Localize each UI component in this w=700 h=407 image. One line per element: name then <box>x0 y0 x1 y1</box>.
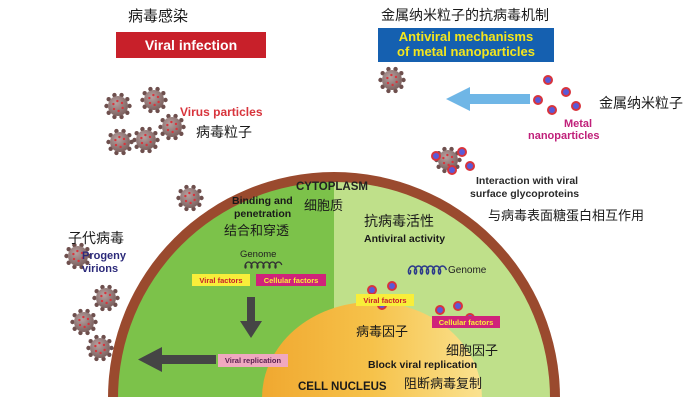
viral-infection-zh-title: 病毒感染 <box>128 7 189 25</box>
virus-particles-zh-label: 病毒粒子 <box>196 125 252 141</box>
virus-particle <box>104 92 132 120</box>
viral-factors-zh-label: 病毒因子 <box>356 325 409 340</box>
antiviral-banner-line2: of metal nanoparticles <box>397 44 535 59</box>
antiviral-mechanism-banner: Antiviral mechanisms of metal nanopartic… <box>378 28 554 62</box>
interaction-zh-label: 与病毒表面糖蛋白相互作用 <box>488 209 645 224</box>
virus-particle <box>176 184 204 212</box>
cellular-factors-zh-label: 细胞因子 <box>446 344 499 359</box>
block-replication-zh-label: 阻断病毒复制 <box>404 377 483 392</box>
cell-dome <box>100 172 570 407</box>
metal-nanoparticle <box>431 151 441 161</box>
virus-particle <box>158 113 186 141</box>
progeny-zh-label: 子代病毒 <box>68 231 124 247</box>
cellular-factors-box-right: Cellular factors <box>432 316 500 328</box>
metal-np-label-line2: nanoparticles <box>528 130 600 142</box>
cellular-factors-box-left: Cellular factors <box>256 274 326 286</box>
cell-nucleus-label: CELL NUCLEUS <box>298 381 387 393</box>
antiviral-activity-zh-label: 抗病毒活性 <box>364 214 434 230</box>
cytoplasm-left <box>118 182 334 398</box>
virus-particles-label: Virus particles <box>180 105 263 119</box>
virus-particle <box>140 86 168 114</box>
progeny-label-line2: virions <box>82 263 119 275</box>
virus-particle <box>92 284 120 312</box>
genome-label-right: Genome <box>448 265 487 276</box>
interaction-label-line1: Interaction with viral <box>476 175 579 187</box>
metal-nanoparticle <box>547 105 557 115</box>
metal-np-label-line1: Metal <box>563 118 593 130</box>
binding-label-line2: penetration <box>234 208 292 220</box>
incoming-arrow <box>446 87 530 111</box>
virus-particle <box>132 126 160 154</box>
antiviral-banner-line1: Antiviral mechanisms <box>398 29 534 45</box>
metal-nanoparticle <box>561 87 571 97</box>
viral-infection-banner: Viral infection <box>116 32 266 58</box>
viral-replication-box: Viral replication <box>218 354 288 367</box>
block-replication-label: Block viral replication <box>368 359 478 371</box>
metal-nanoparticle <box>447 165 457 175</box>
metal-nanoparticle <box>543 75 553 85</box>
genome-coil-right <box>407 265 448 275</box>
virus-particle <box>378 66 406 94</box>
virus-particle <box>106 128 134 156</box>
viral-factors-box-left: Viral factors <box>192 274 250 286</box>
cytoplasm-zh-label: 细胞质 <box>304 199 344 214</box>
genome-label-left: Genome <box>240 249 277 260</box>
cell-nucleus <box>262 302 482 398</box>
interaction-label-line2: surface glycoproteins <box>470 188 580 200</box>
binding-label-line1: Binding and <box>232 195 293 207</box>
antiviral-mechanism-zh-title: 金属纳米粒子的抗病毒机制 <box>381 8 549 24</box>
virus-particle <box>70 308 98 336</box>
metal-nanoparticle <box>571 101 581 111</box>
metal-nanoparticle <box>367 285 377 295</box>
metal-nanoparticle <box>435 305 445 315</box>
binding-zh-label: 结合和穿透 <box>224 224 290 239</box>
metal-np-zh-label: 金属纳米粒子 <box>599 96 683 112</box>
metal-nanoparticle <box>465 161 475 171</box>
viral-factors-box-right: Viral factors <box>356 294 414 306</box>
metal-nanoparticle <box>457 147 467 157</box>
progeny-label-line1: Progeny <box>82 250 127 262</box>
virus-particle <box>64 242 92 270</box>
antiviral-activity-label: Antiviral activity <box>364 233 446 245</box>
metal-nanoparticle <box>533 95 543 105</box>
cytoplasm-label: CYTOPLASM <box>296 181 368 193</box>
virus-particle <box>86 334 114 362</box>
replication-arrows <box>138 297 262 372</box>
metal-nanoparticle <box>453 301 463 311</box>
genome-coil-left <box>244 261 283 269</box>
metal-nanoparticle <box>387 281 397 291</box>
